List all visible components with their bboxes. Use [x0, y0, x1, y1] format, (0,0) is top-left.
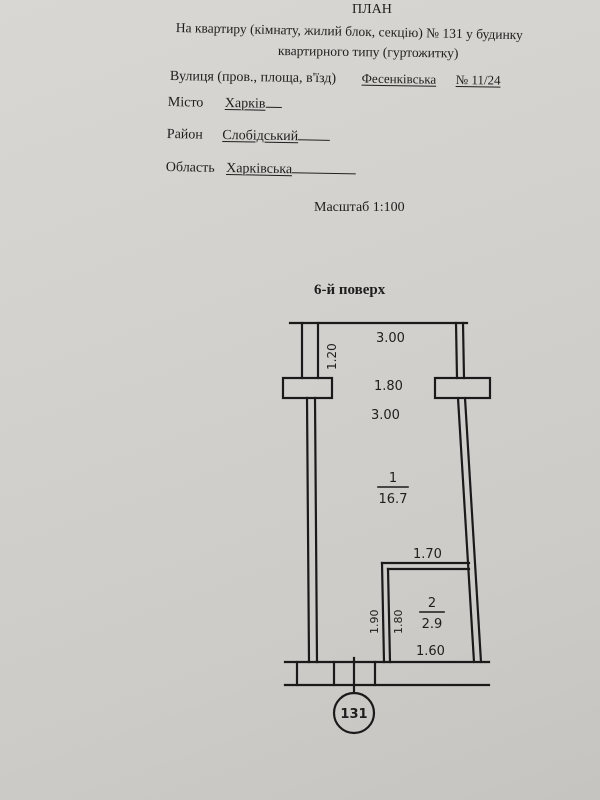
dim-bath-side-inner: 1.80: [392, 610, 405, 635]
room2-area: 2.9: [422, 617, 443, 632]
right-wall-inner-lower: [463, 396, 483, 664]
dim-room-width: 3.00: [371, 408, 400, 423]
room1-number: 1: [389, 471, 397, 486]
left-wall-outer-lower: [305, 396, 311, 664]
bathroom-left-wall-inner: [386, 567, 392, 664]
bathroom-left-wall-outer: [380, 561, 386, 664]
apartment-marker-circle: [332, 691, 376, 735]
right-wall-inner-upper: [461, 321, 466, 380]
dim-bath-bottom: 1.60: [416, 644, 445, 659]
right-wall-outer-lower: [456, 396, 476, 664]
scale-label: Масштаб 1:100: [314, 200, 405, 215]
dim-bath-side-outer: 1.90: [368, 610, 381, 635]
right-wall-outer-upper: [454, 321, 459, 380]
apartment-marker-number: 131: [340, 707, 367, 722]
floor-label: 6-й поверх: [314, 282, 386, 298]
left-wall-inner-lower: [313, 396, 319, 664]
room2-number: 2: [428, 596, 436, 611]
dim-top-width: 3.00: [376, 331, 405, 346]
dim-bath-top: 1.70: [413, 547, 442, 562]
right-window-block: [433, 376, 492, 400]
left-window-block: [281, 376, 334, 400]
dim-window-width: 1.80: [374, 379, 403, 394]
document-title: ПЛАН: [352, 2, 392, 17]
room1-area: 16.7: [379, 492, 408, 507]
dim-side-height: 1.20: [325, 343, 339, 370]
